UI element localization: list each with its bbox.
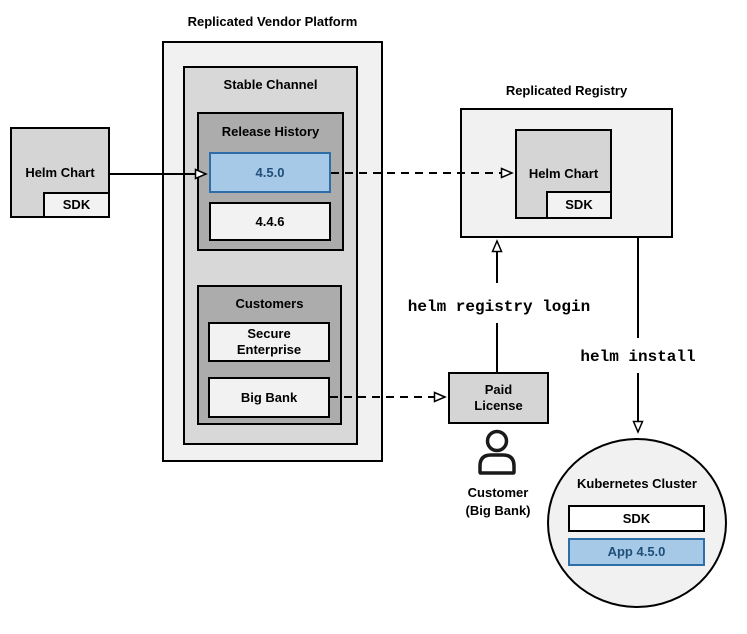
- customer-secure-enterprise[interactable]: Secure Enterprise: [208, 322, 330, 362]
- helm-install-label: helm install: [580, 348, 696, 366]
- customer-caption: Customer (Big Bank): [438, 484, 558, 520]
- kubernetes-cluster-title: Kubernetes Cluster: [577, 476, 697, 491]
- stable-channel-label: Stable Channel: [223, 77, 318, 92]
- customer-caption-line2: (Big Bank): [465, 503, 531, 518]
- customer-caption-line1: Customer: [467, 485, 529, 500]
- paid-license-line2: License: [474, 398, 523, 413]
- release-version-4-4-6[interactable]: 4.4.6: [209, 202, 331, 241]
- registry-title: Replicated Registry: [505, 83, 628, 98]
- paid-license-line1: Paid: [484, 382, 513, 397]
- person-icon: [478, 429, 516, 475]
- registry-sdk-box: SDK: [546, 191, 612, 219]
- release-history-label: Release History: [221, 124, 320, 139]
- paid-license-box[interactable]: Paid License: [448, 372, 549, 424]
- customer-secure-enterprise-line2: Enterprise: [236, 342, 302, 357]
- release-version-4-5-0[interactable]: 4.5.0: [209, 152, 331, 193]
- helm-registry-login-label: helm registry login: [407, 298, 591, 316]
- source-sdk-box: SDK: [43, 192, 110, 218]
- customer-big-bank[interactable]: Big Bank: [208, 377, 330, 418]
- customer-secure-enterprise-line1: Secure: [247, 326, 291, 341]
- cluster-app-box: App 4.5.0: [568, 538, 705, 566]
- cluster-sdk-box: SDK: [568, 505, 705, 532]
- customers-label: Customers: [235, 296, 304, 311]
- platform-title: Replicated Vendor Platform: [187, 14, 358, 29]
